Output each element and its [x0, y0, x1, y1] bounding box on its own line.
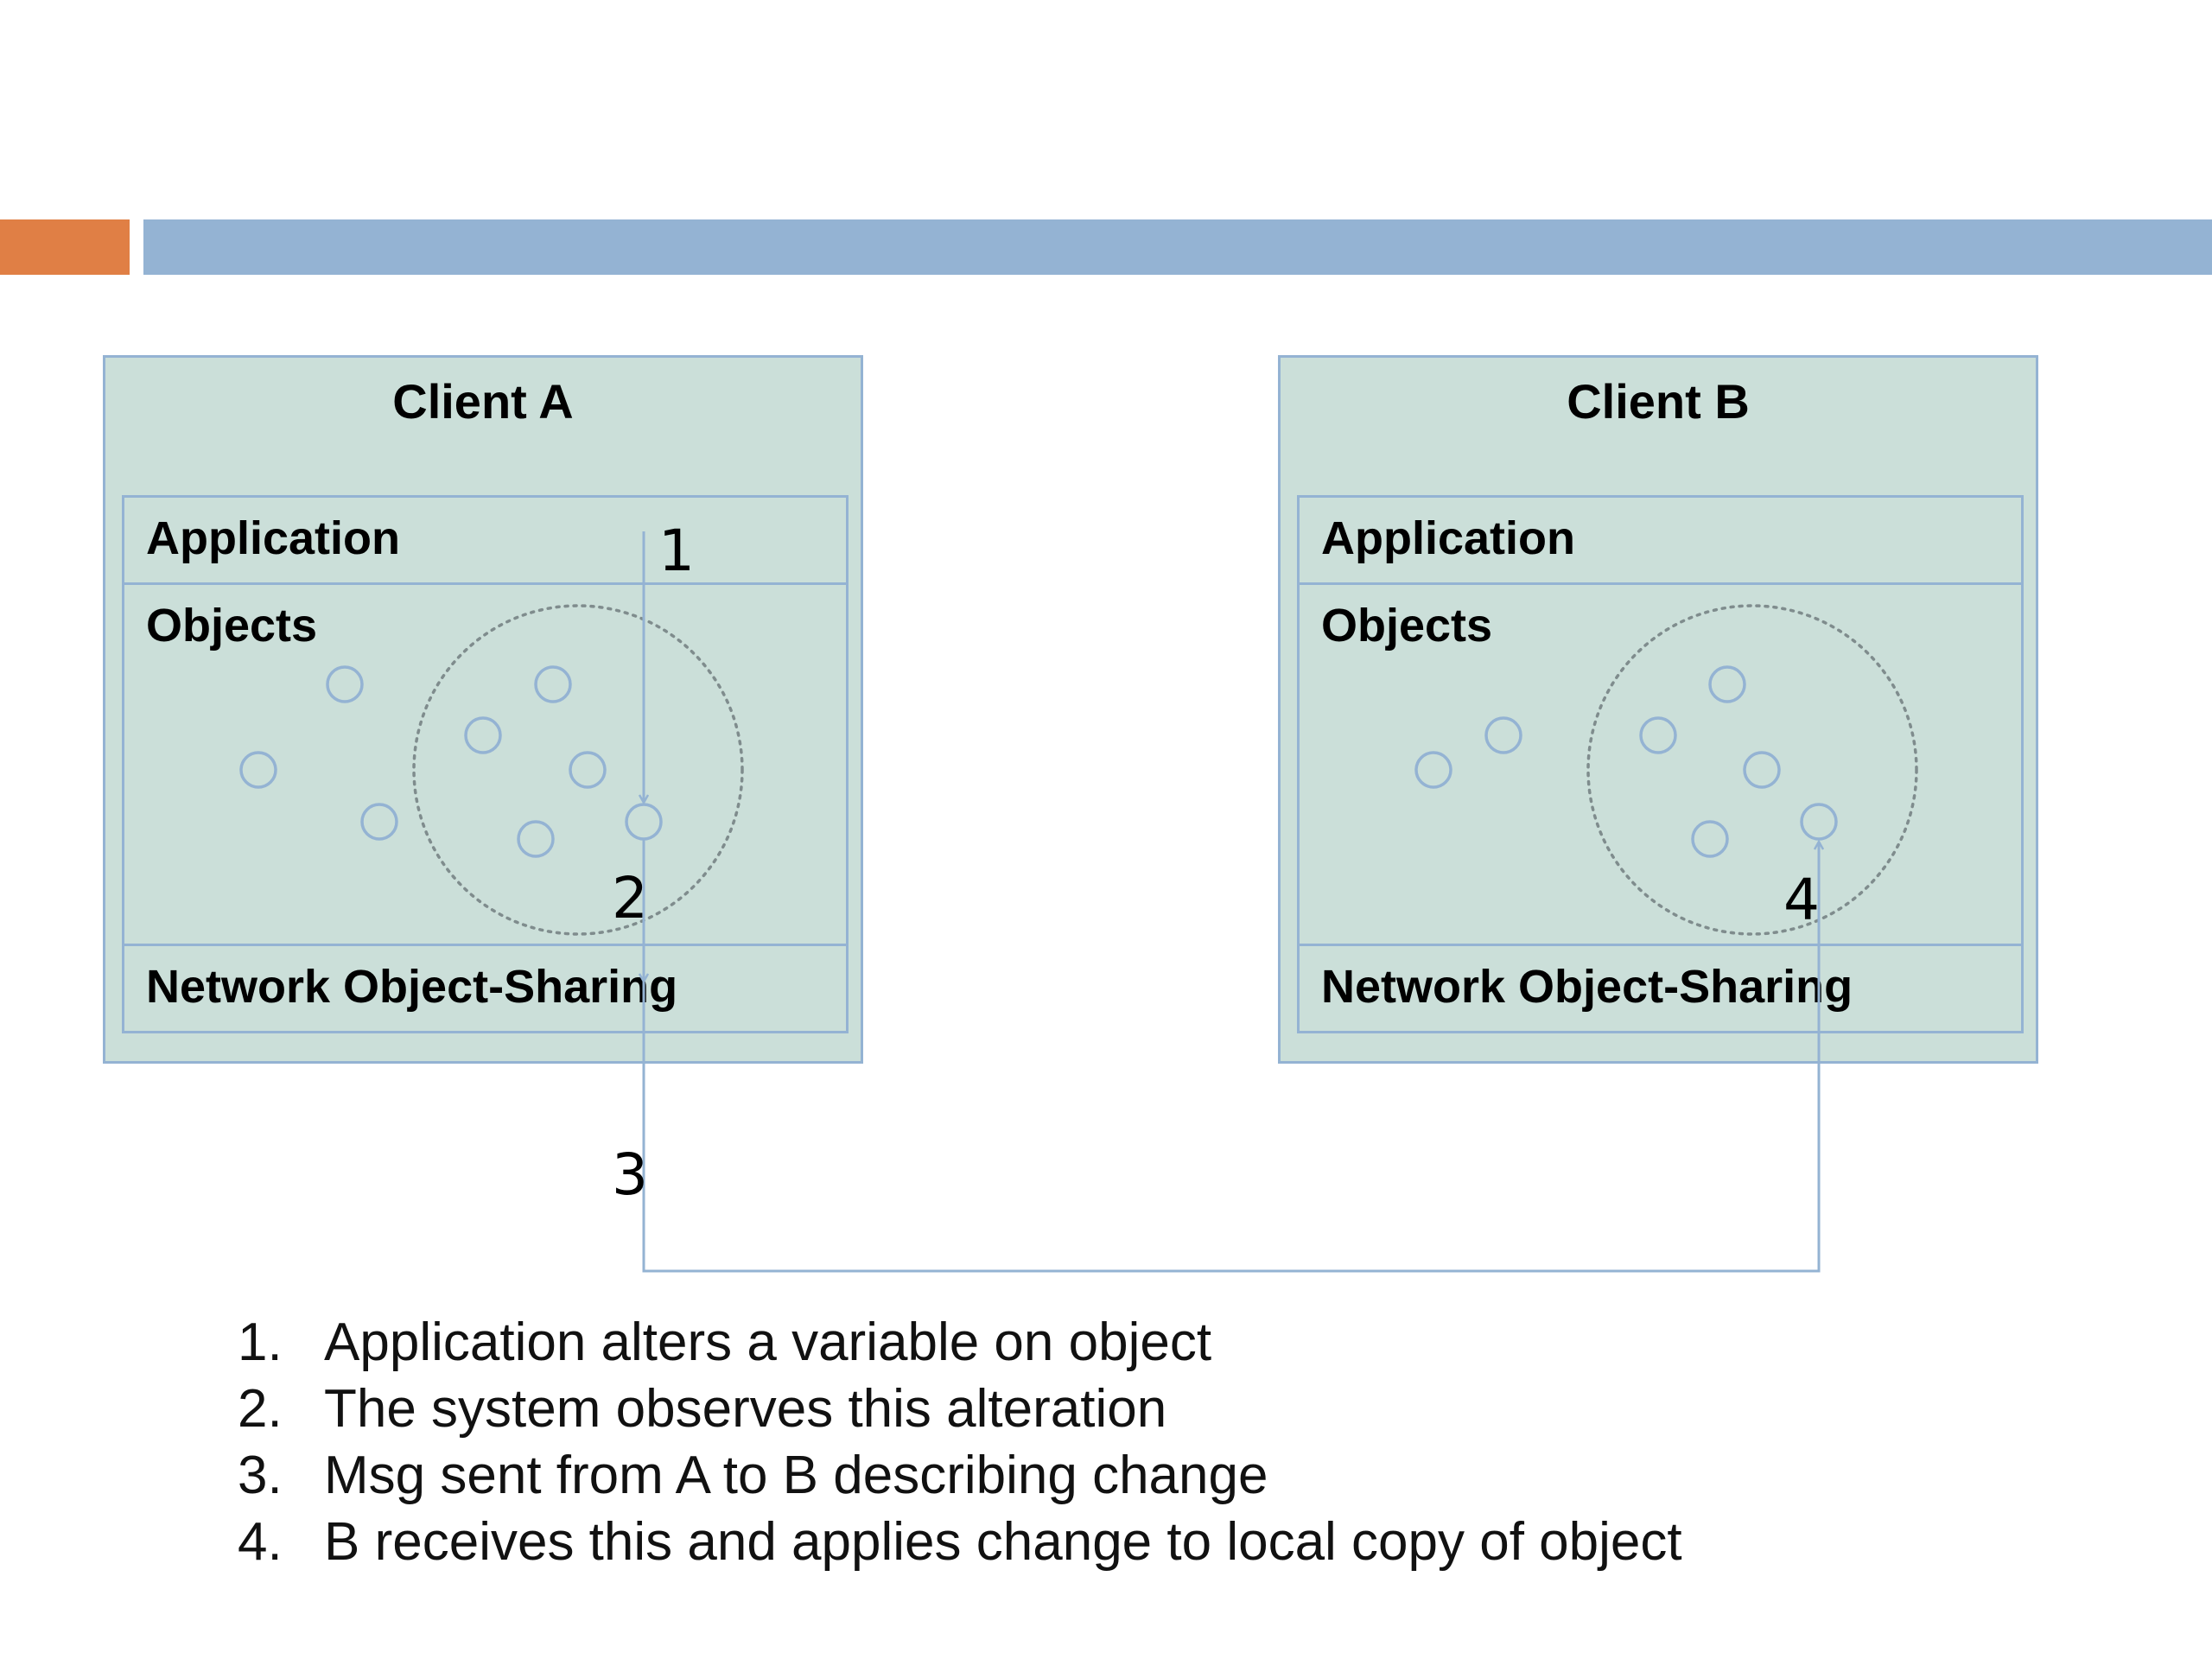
client-a-objects-label: Objects — [146, 600, 318, 652]
client-a-objects-layer: Objects — [122, 582, 849, 946]
object-node — [1691, 820, 1729, 858]
steps-list: 1. Application alters a variable on objec… — [238, 1309, 1682, 1575]
client-a-application-label: Application — [146, 512, 400, 564]
client-a-network-layer: Network Object-Sharing — [122, 944, 849, 1033]
object-node — [239, 751, 277, 789]
flow-marker-1: 1 — [658, 518, 695, 584]
step-number: 1. — [238, 1313, 283, 1372]
object-node — [1484, 716, 1522, 754]
object-node — [1708, 665, 1746, 703]
header-accent-orange — [0, 219, 130, 275]
object-node — [326, 665, 364, 703]
client-b-network-layer: Network Object-Sharing — [1297, 944, 2024, 1033]
header-accent-blue — [143, 219, 2212, 275]
step-item: 3. Msg sent from A to B describing change — [238, 1442, 1682, 1509]
client-b-shared-region — [1586, 604, 1918, 936]
step-text: Msg sent from A to B describing change — [324, 1446, 1268, 1505]
client-b-network-label: Network Object-Sharing — [1321, 961, 1853, 1013]
object-node — [360, 803, 398, 841]
object-node — [1743, 751, 1781, 789]
step-text: Application alters a variable on object — [324, 1313, 1212, 1372]
flow-connectors — [642, 531, 1819, 1273]
client-b-objects-label: Objects — [1321, 600, 1493, 652]
object-node — [569, 751, 607, 789]
client-a-box: Client A Application Objects Network Obj… — [103, 355, 863, 1064]
flow-marker-4: 4 — [1783, 867, 1820, 933]
client-a-shared-region — [412, 604, 744, 936]
object-node — [534, 665, 572, 703]
flow-marker-2: 2 — [612, 865, 648, 931]
client-a-network-label: Network Object-Sharing — [146, 961, 678, 1013]
object-node — [1800, 803, 1838, 841]
step-item: 1. Application alters a variable on objec… — [238, 1309, 1682, 1376]
step-number: 3. — [238, 1446, 283, 1505]
client-b-application-label: Application — [1321, 512, 1575, 564]
step-text: B receives this and applies change to lo… — [324, 1512, 1682, 1572]
client-b-box: Client B Application Objects Network Obj… — [1278, 355, 2038, 1064]
flow-marker-3: 3 — [612, 1141, 648, 1208]
step-item: 2. The system observes this alteration — [238, 1376, 1682, 1442]
object-node — [464, 716, 502, 754]
step-number: 2. — [238, 1379, 283, 1439]
step-text: The system observes this alteration — [324, 1379, 1167, 1439]
object-node — [1639, 716, 1677, 754]
step-item: 4. B receives this and applies change to … — [238, 1509, 1682, 1575]
object-node — [517, 820, 555, 858]
client-b-object-nodes — [1414, 665, 1838, 858]
object-node — [1414, 751, 1452, 789]
client-a-title: Client A — [392, 374, 574, 429]
step-number: 4. — [238, 1512, 283, 1572]
flow-message-path — [642, 842, 1819, 1273]
object-node — [625, 803, 663, 841]
client-a-object-nodes — [239, 665, 663, 858]
client-b-title: Client B — [1567, 374, 1750, 429]
